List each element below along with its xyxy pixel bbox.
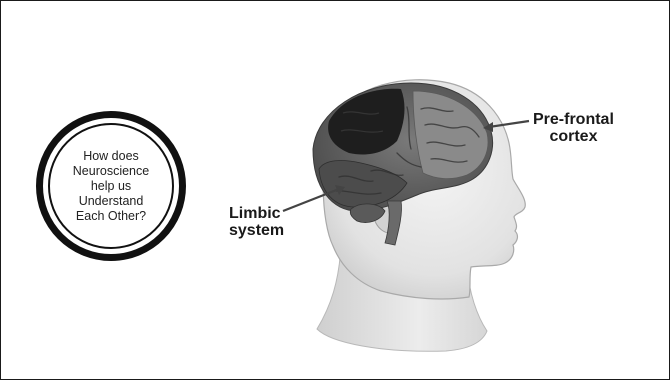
question-text: How does Neuroscience help us Understand…	[63, 149, 159, 224]
label-line: cortex	[533, 128, 614, 145]
prefrontal-cortex-label: Pre-frontal cortex	[533, 111, 614, 145]
question-line: Neuroscience	[63, 164, 159, 179]
question-badge: How does Neuroscience help us Understand…	[36, 111, 186, 261]
label-line: system	[229, 222, 284, 239]
question-line: How does	[63, 149, 159, 164]
question-line: help us	[63, 179, 159, 194]
question-line: Each Other?	[63, 209, 159, 224]
question-badge-ring: How does Neuroscience help us Understand…	[48, 123, 174, 249]
label-line: Limbic	[229, 205, 284, 222]
limbic-system-label: Limbic system	[229, 205, 284, 239]
question-line: Understand	[63, 194, 159, 209]
label-line: Pre-frontal	[533, 111, 614, 128]
